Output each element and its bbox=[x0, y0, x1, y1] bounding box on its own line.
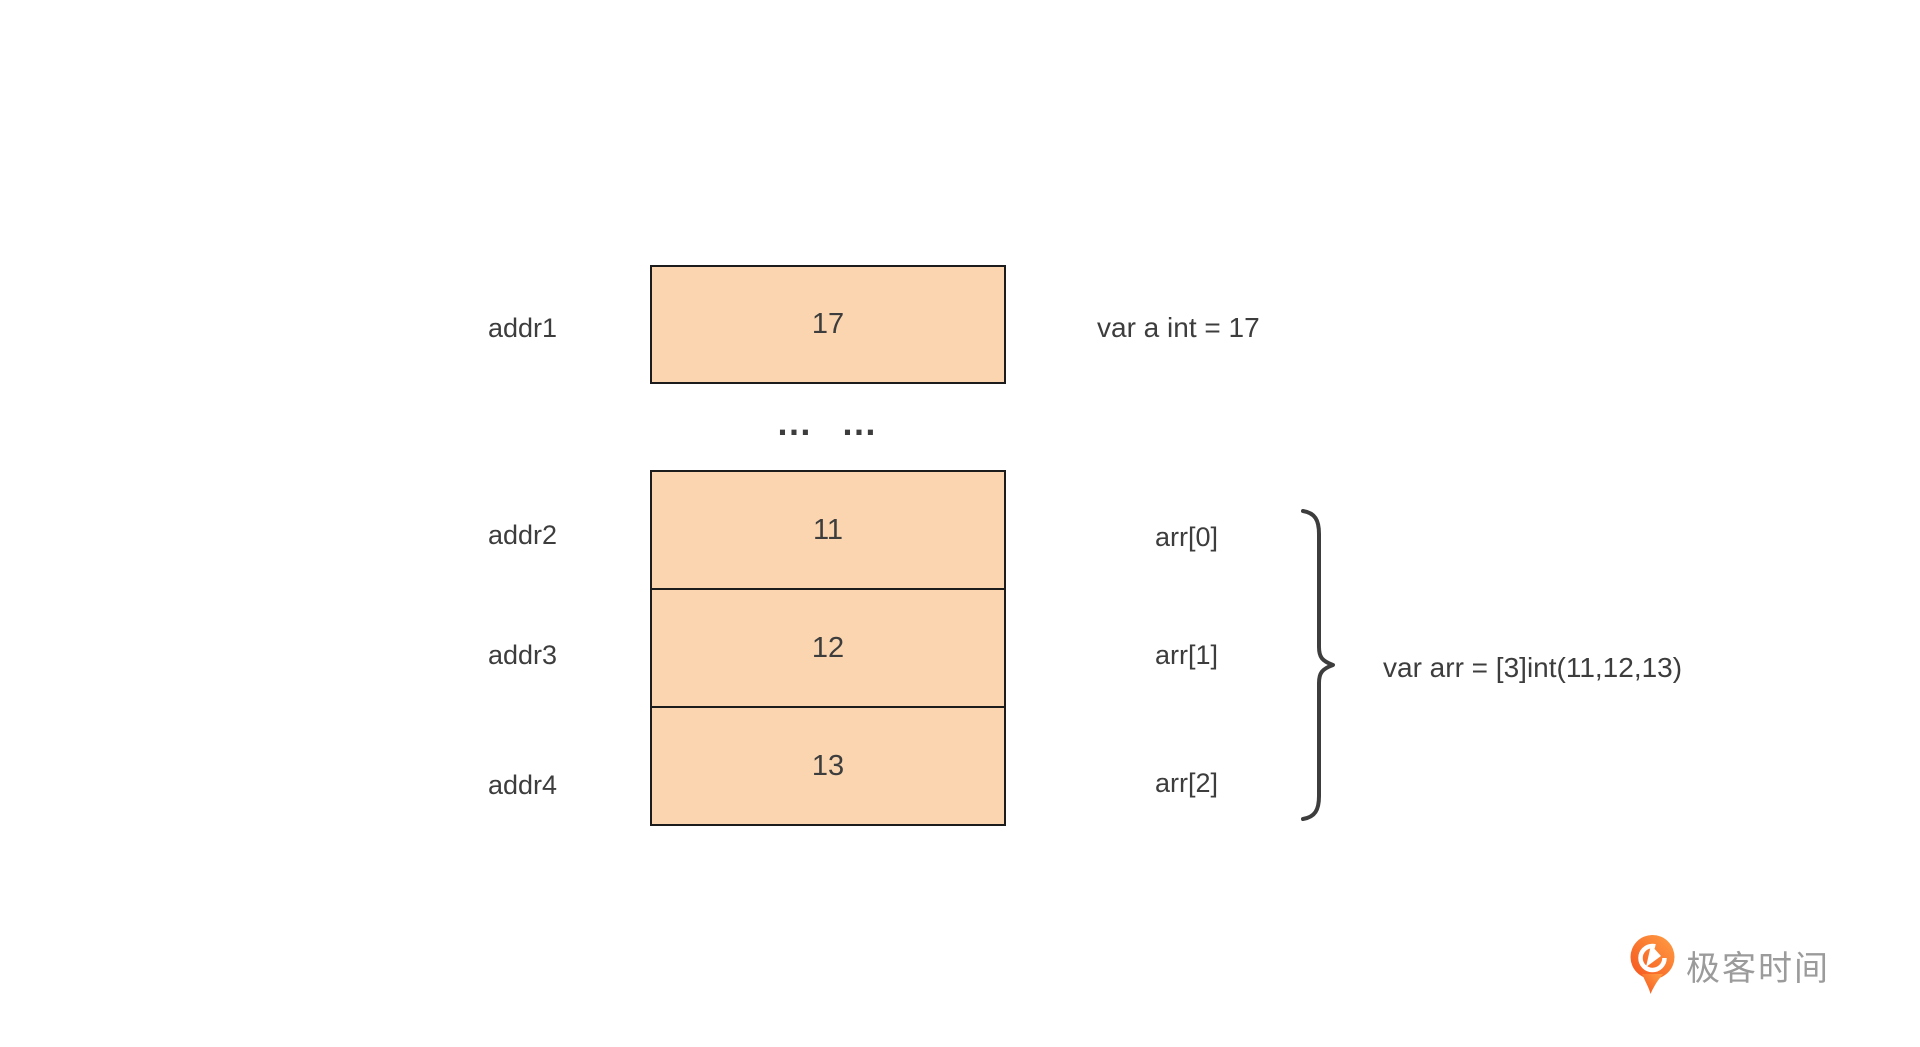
ellipsis-left: … bbox=[776, 402, 815, 443]
address-label-addr1: addr1 bbox=[487, 313, 557, 343]
index-label-arr1: arr[1] bbox=[1155, 640, 1219, 670]
memory-cell-arr0: 11 bbox=[650, 470, 1006, 590]
memory-cell-a: 17 bbox=[650, 265, 1006, 384]
geektime-logo-text: 极客时间 bbox=[1686, 949, 1830, 988]
var-a-declaration-text: var a int = 17 bbox=[1097, 312, 1260, 343]
index-label-arr2: arr[2] bbox=[1155, 768, 1219, 798]
memory-cell-a-value: 17 bbox=[811, 308, 845, 340]
ellipsis-right: … bbox=[841, 402, 880, 443]
memory-cell-arr1: 12 bbox=[650, 588, 1006, 708]
geektime-logo: 极客时间 bbox=[1630, 934, 1830, 996]
memory-gap-ellipsis: … … bbox=[650, 398, 1006, 448]
address-label-addr4: addr4 bbox=[487, 770, 557, 800]
geektime-logo-icon bbox=[1630, 935, 1675, 994]
index-label-arr0: arr[0] bbox=[1155, 522, 1219, 552]
address-label-addr3: addr3 bbox=[487, 640, 557, 670]
var-arr-declaration-text: var arr = [3]int(11,12,13) bbox=[1383, 652, 1683, 683]
array-grouping-brace bbox=[1301, 509, 1335, 821]
array-memory-stack: 11 12 13 bbox=[650, 470, 1006, 826]
memory-cell-arr0-value: 11 bbox=[812, 513, 844, 546]
memory-cell-arr2: 13 bbox=[650, 706, 1006, 826]
memory-cell-arr1-value: 12 bbox=[811, 631, 845, 664]
memory-cell-arr2-value: 13 bbox=[811, 749, 845, 782]
address-label-addr2: addr2 bbox=[487, 520, 557, 550]
